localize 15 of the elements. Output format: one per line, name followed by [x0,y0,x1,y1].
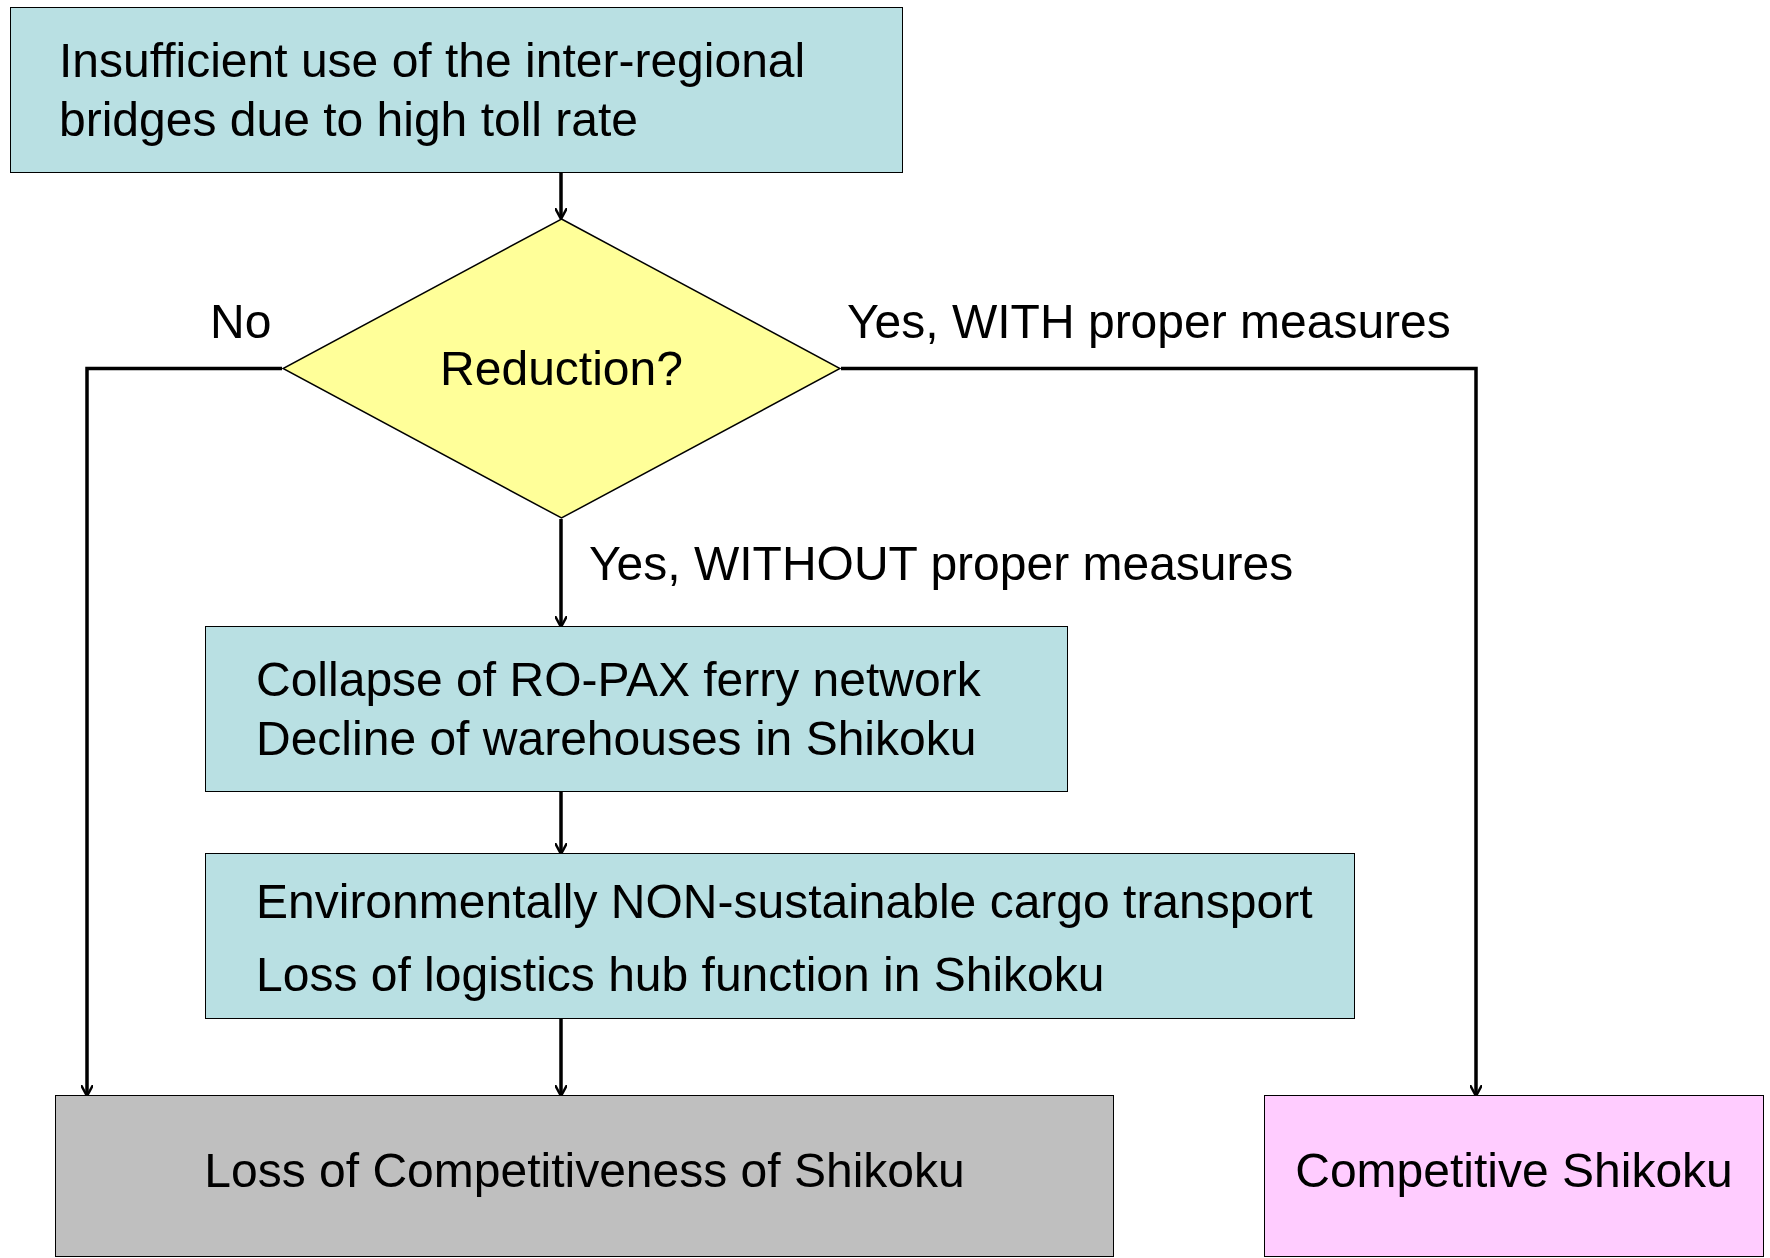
process-box [55,1095,1114,1257]
node-text: Loss of Competitiveness of Shikoku [204,1142,965,1199]
node-text: Reduction? [440,341,683,397]
node-text: Decline of warehouses in Shikoku [256,711,977,767]
node-text: Collapse of RO-PAX ferry network [256,652,981,708]
process-box [10,7,903,173]
process-box [205,853,1355,1019]
process-box [1264,1095,1764,1257]
process-box [205,626,1068,792]
arrow [553,173,569,221]
node-text: Competitive Shikoku [1295,1142,1733,1199]
node-text: Insufficient use of the inter-regional bridges due to high toll rate [59,33,807,148]
node-text: Environmentally NON-sustainable cargo transport [256,874,1313,930]
decision-diamond [282,218,841,519]
node-text: Loss of logistics hub function in Shikoku [256,947,1105,1003]
